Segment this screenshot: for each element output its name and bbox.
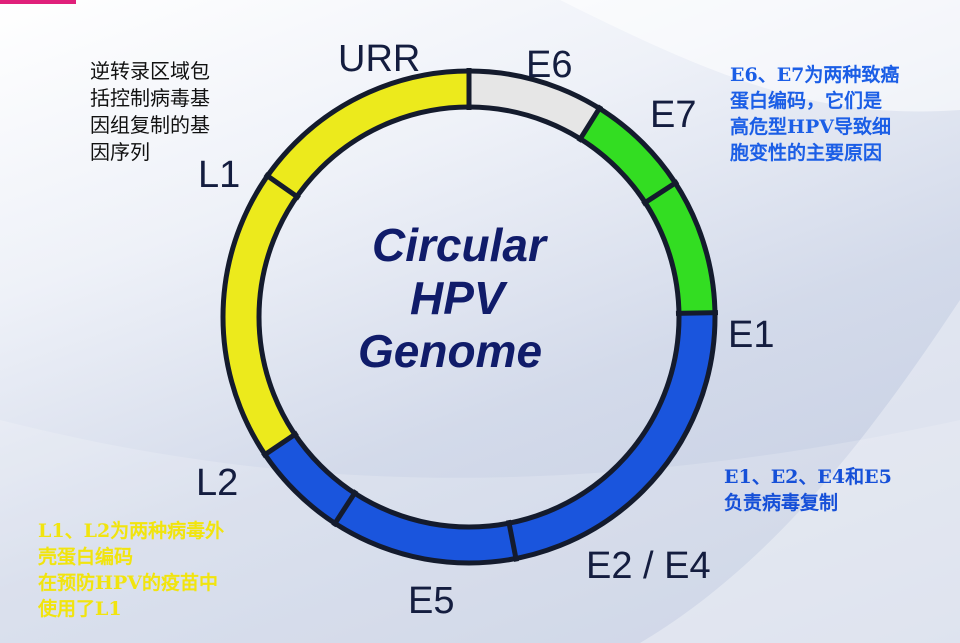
note-urr-line: 逆转录区域包 (90, 59, 210, 83)
label-e5: E5 (408, 580, 455, 622)
note-urr-line: 括控制病毒基 (90, 86, 210, 110)
label-e2e4: E2 / E4 (586, 545, 711, 587)
ring-segment-l2 (222, 175, 297, 455)
note-e6-e7: E6、E7为两种致癌 蛋白编码，它们是 高危型HPV导致细 胞变性的主要原因 (730, 62, 899, 166)
note-e6-e7-line: 蛋白编码，它们是 (730, 90, 883, 112)
note-urr-line: 因序列 (90, 140, 150, 164)
corner-accent (0, 0, 76, 4)
ring-segment-divider (263, 172, 301, 201)
note-e6-e7-line: 胞变性的主要原因 (730, 142, 883, 164)
diagram-title-line-2: HPV (410, 272, 505, 324)
ring-segment-divider (331, 489, 359, 528)
ring-segment-e1 (509, 312, 715, 559)
label-e7: E7 (650, 94, 697, 136)
note-l1-l2-line: 壳蛋白编码 (38, 546, 134, 568)
ring-segment-urr (469, 71, 600, 139)
ring-segment-e5 (265, 434, 355, 524)
note-e1-line: E1、E2、E4和E5 (724, 466, 892, 488)
note-e1-line: 负责病毒复制 (724, 492, 839, 514)
ring-segment-e7 (645, 183, 715, 314)
label-e6: E6 (526, 44, 573, 86)
diagram-title-line-1: Circular (372, 219, 546, 271)
ring-segment-divider (506, 519, 519, 562)
note-urr-line: 因组复制的基 (90, 113, 210, 137)
ring-segment-e6 (580, 108, 676, 203)
ring-segment-divider (576, 104, 604, 143)
note-urr: 逆转录区域包 括控制病毒基 因组复制的基 因序列 (90, 58, 210, 166)
ring-segment-divider (261, 430, 299, 459)
diagram-title-line-3: Genome (358, 325, 543, 377)
note-l1-l2-line: 使用了L1 (38, 598, 122, 620)
ring-segment-divider (675, 310, 719, 316)
note-e6-e7-line: E6、E7为两种致癌 (730, 64, 900, 86)
ring-segment-divider (641, 179, 680, 207)
label-urr: URR (338, 38, 421, 80)
label-l1: L1 (198, 154, 241, 196)
note-l1-l2-line: L1、L2为两种病毒外 (38, 520, 225, 542)
ring-segment-l1 (267, 71, 469, 197)
note-l1-l2: L1、L2为两种病毒外 壳蛋白编码 在预防HPV的疫苗中 使用了L1 (38, 518, 224, 622)
label-e1: E1 (728, 314, 775, 356)
note-l1-l2-line: 在预防HPV的疫苗中 (38, 572, 218, 594)
note-e6-e7-line: 高危型HPV导致细 (730, 116, 891, 138)
label-l2: L2 (196, 462, 239, 504)
note-e1-e2-e4-e5: E1、E2、E4和E5 负责病毒复制 (724, 464, 892, 516)
